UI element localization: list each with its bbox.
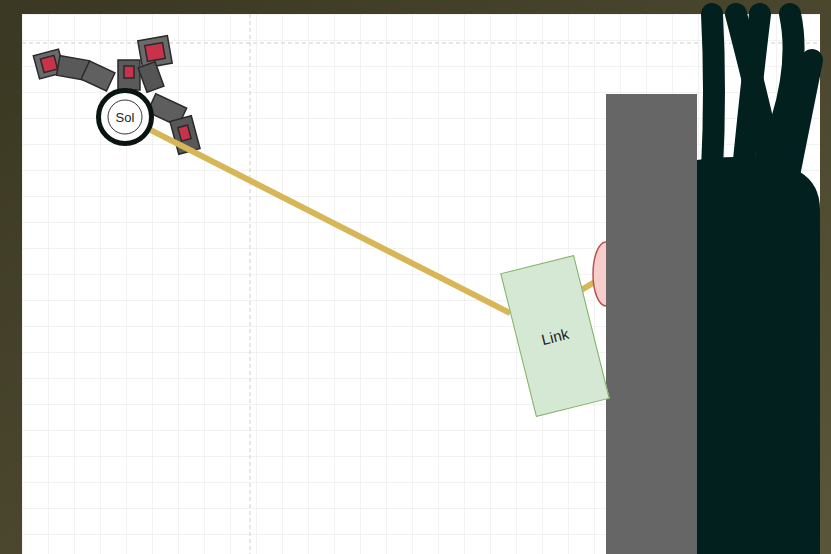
robot-arms xyxy=(33,36,200,155)
canvas xyxy=(22,14,820,554)
node-label: Link xyxy=(540,324,571,347)
grid xyxy=(22,14,820,554)
node-label: Sol xyxy=(116,110,135,125)
rope-connector xyxy=(151,130,510,313)
circle-node: Sol xyxy=(96,88,154,146)
wall xyxy=(606,94,697,554)
creature xyxy=(712,14,812,170)
guide-line xyxy=(250,14,251,554)
connector-line xyxy=(151,130,510,313)
creature-body xyxy=(697,157,820,554)
